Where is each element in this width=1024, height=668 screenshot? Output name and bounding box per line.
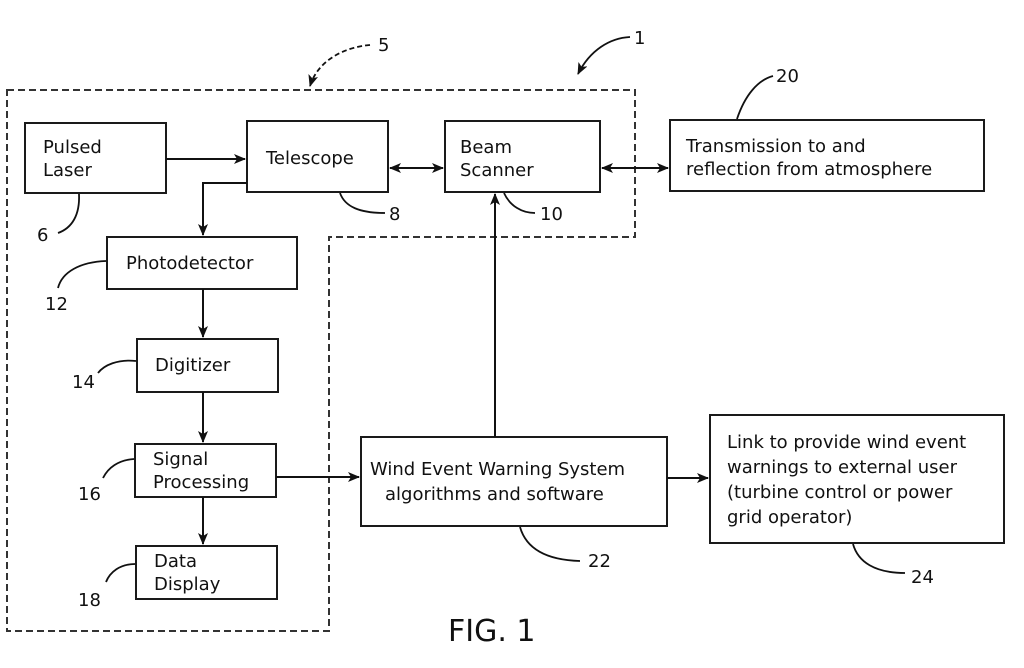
ref-leader-16 [102,458,135,479]
ref-number-14: 14 [72,372,95,393]
ref-number-8: 8 [389,204,400,225]
ref-number-18: 18 [78,590,101,611]
ref-number-12: 12 [45,294,68,315]
digitizer-label: Digitizer [155,355,231,376]
ref-leader-8 [339,192,386,214]
external-link-label-line1: Link to provide wind event [727,432,966,453]
external-link-label-line2: warnings to external user [727,457,958,478]
ref-number-10: 10 [540,204,563,225]
ref-number-6: 6 [37,225,48,246]
atmosphere-label-line2: reflection from atmosphere [686,159,932,180]
ref-leader-18 [105,563,136,583]
figure-caption: FIG. 1 [448,614,536,649]
pulsed-laser-label-line2: Laser [43,160,93,181]
ref-leader-12 [57,260,107,289]
ref-number-24: 24 [911,567,934,588]
photodetector-label: Photodetector [126,253,254,274]
arrow-telescope-to-photodetector [198,182,247,236]
block-telescope: Telescope [246,120,389,193]
beam-scanner-label-line2: Scanner [460,160,534,181]
data-display-label-line2: Display [154,574,221,595]
ref-leader-1 [577,36,631,75]
lidar-enclosure-boundary [6,89,636,632]
signal-processing-label-line2: Processing [153,472,249,493]
external-link-label-line3: (turbine control or power [727,482,953,503]
external-link-label-line4: grid operator) [727,507,852,528]
telescope-label: Telescope [265,148,354,169]
warning-system-label-line1: Wind Event Warning System [370,459,625,480]
ref-number-16: 16 [78,484,101,505]
block-external-user-link: Link to provide wind event warnings to e… [709,414,1005,544]
beam-scanner-label-line1: Beam [460,137,512,158]
ref-leader-10 [503,192,536,214]
block-beam-scanner: Beam Scanner [444,120,601,193]
pulsed-laser-label-line1: Pulsed [43,137,102,158]
ref-leader-22 [519,526,581,562]
block-photodetector: Photodetector [106,236,298,290]
block-signal-processing: Signal Processing [134,443,277,498]
atmosphere-label-line1: Transmission to and [685,136,866,157]
block-digitizer: Digitizer [136,338,279,393]
block-atmosphere-transmission: Transmission to and reflection from atmo… [669,119,985,192]
block-pulsed-laser: Pulsed Laser [24,122,167,194]
ref-leader-5 [308,44,371,87]
ref-leader-14 [97,359,137,374]
block-wind-event-warning-system: Wind Event Warning System algorithms and… [360,436,668,527]
warning-system-label-line2: algorithms and software [385,484,604,505]
block-data-display: Data Display [135,545,278,600]
ref-number-1: 1 [634,28,645,49]
signal-processing-label-line1: Signal [153,449,208,470]
ref-leader-6 [57,193,80,234]
ref-number-20: 20 [776,66,799,87]
ref-number-22: 22 [588,551,611,572]
data-display-label-line1: Data [154,551,197,572]
ref-number-5: 5 [378,35,389,56]
ref-leader-24 [852,543,906,574]
ref-leader-20 [736,75,774,120]
